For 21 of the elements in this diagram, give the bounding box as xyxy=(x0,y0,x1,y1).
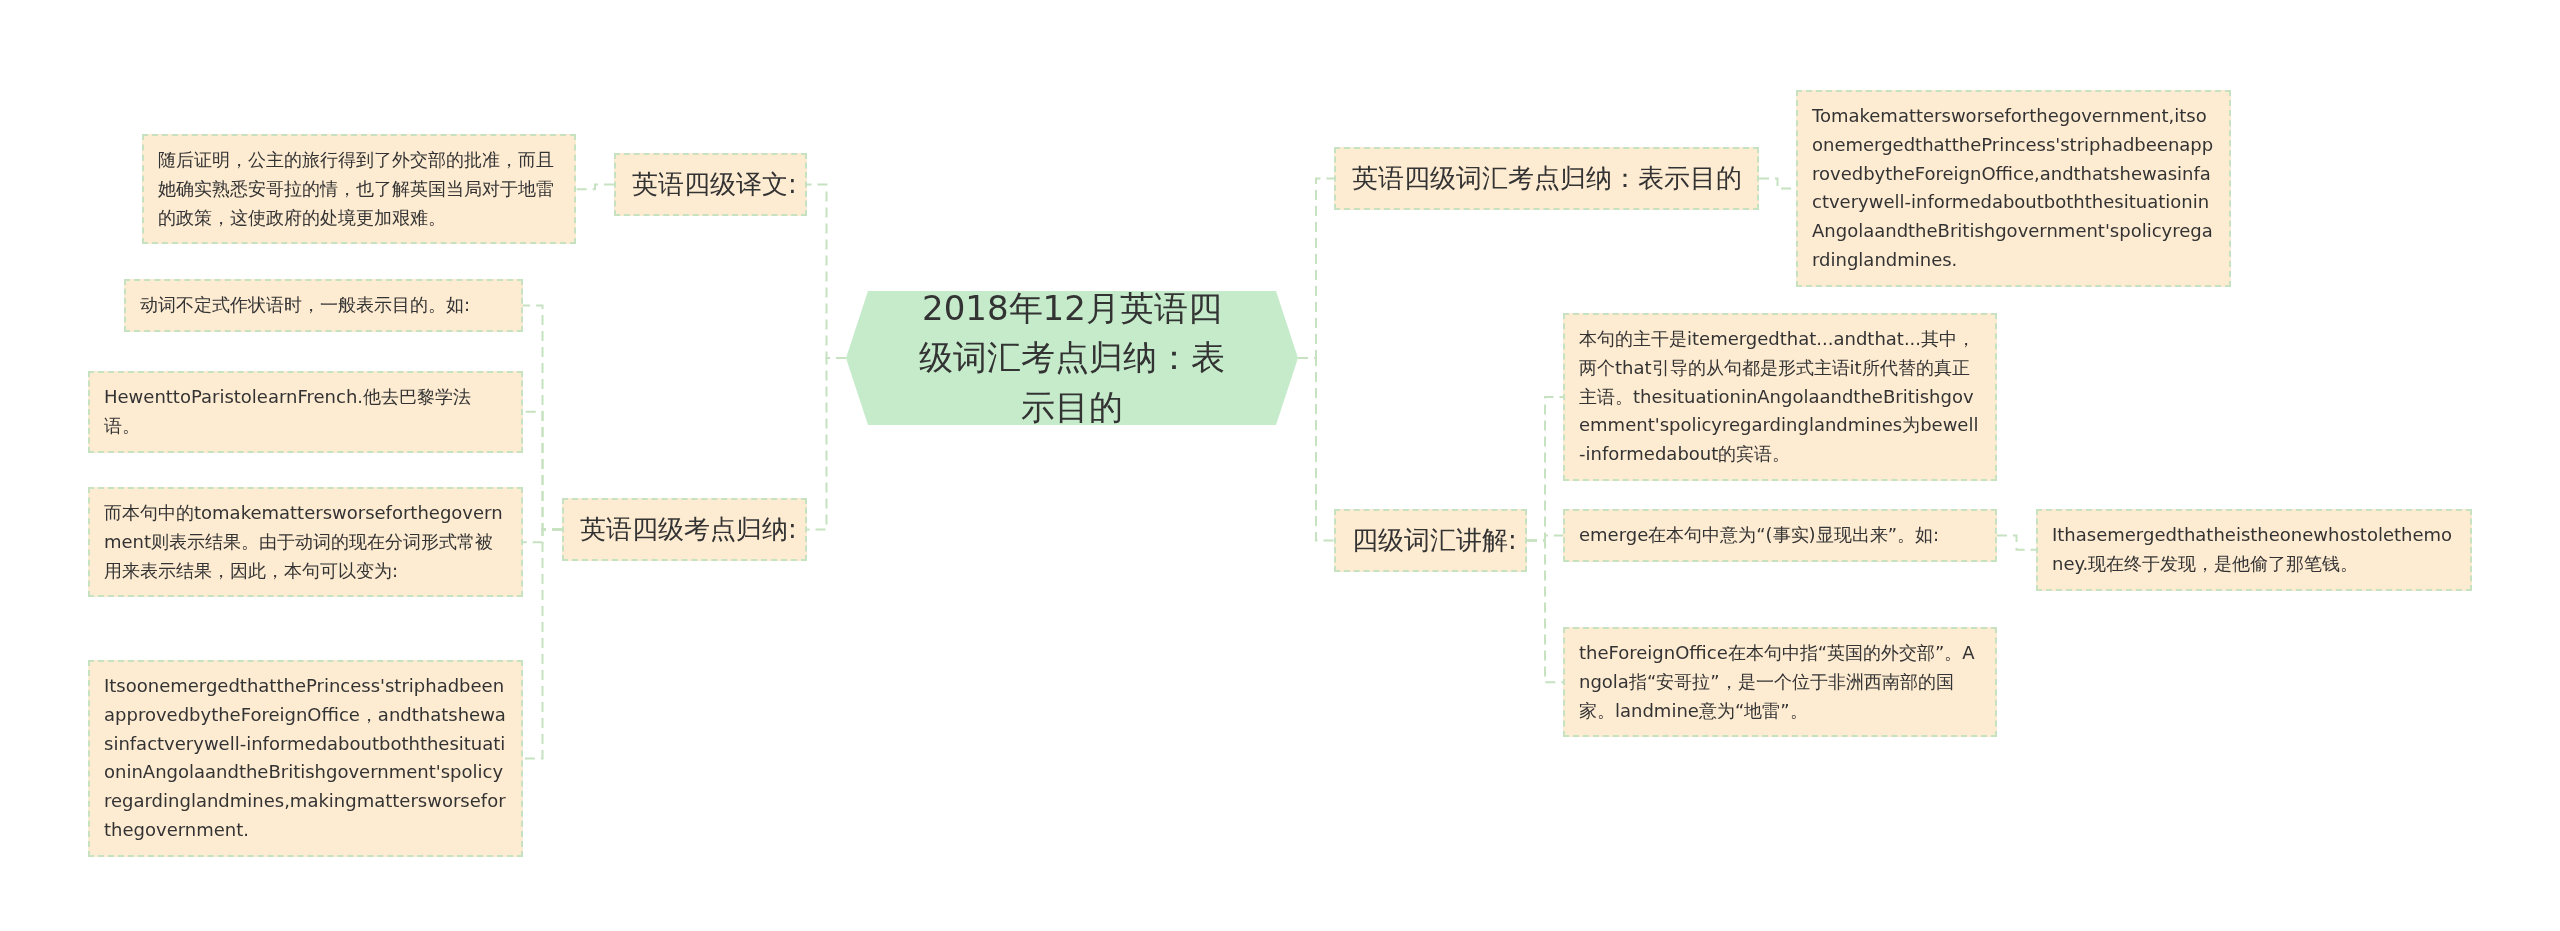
note-box: emerge在本句中意为“(事实)显现出来”。如: xyxy=(1563,509,1997,562)
note-box: ItsoonemergedthatthePrincess'striphadbeenapprovedbytheForeignOffice，andthatshewasinfactverywell-informedaboutboththesituationinAngolaandtheBritishgovernment'spolicyregardinglandmines,makingmattersworseforthegovernment. xyxy=(88,660,523,857)
topic-box: 四级词汇讲解: xyxy=(1334,509,1527,572)
connector-line xyxy=(1526,539,1564,684)
note-box: 而本句中的tomakemattersworseforthegovernment则表示结果。由于动词的现在分词形式常被用来表示结果，因此，本句可以变为: xyxy=(88,487,523,598)
note-box: HewenttoParistolearnFrench.他去巴黎学法语。 xyxy=(88,371,523,453)
note-box: 随后证明，公主的旅行得到了外交部的批准，而且她确实熟悉安哥拉的情，也了解英国当局对于地雷的政策，这使政府的处境更加艰难。 xyxy=(142,134,576,245)
note-box: 本句的主干是itemergedthat...andthat...其中，两个that引导的从句都是形式主语it所代替的真正主语。thesituationinAngolaandtheBritishgovemment'spolicyregardinglandmines为bewell-informedabout的宾语。 xyxy=(1563,313,1997,481)
connector-line xyxy=(806,357,847,531)
note-box: 动词不定式作状语时，一般表示目的。如: xyxy=(124,279,523,332)
central-topic-hexagon: 2018年12月英语四级词汇考点归纳：表示目的 xyxy=(846,291,1298,425)
connector-line xyxy=(522,528,563,760)
topic-box: 英语四级译文: xyxy=(614,153,807,216)
topic-box: 英语四级考点归纳: xyxy=(562,498,807,561)
connector-line xyxy=(1996,534,2037,551)
note-box: Tomakemattersworseforthegovernment,itsoonemergedthatthePrincess'striphadbeenapprovedbytheForeignOffice,andthatshewasinfactverywell-informedaboutboththesituationinAngolaandtheBritishgovernment'spolicyregardinglandmines. xyxy=(1796,90,2231,287)
topic-box: 英语四级词汇考点归纳：表示目的 xyxy=(1334,147,1759,210)
note-box: theForeignOffice在本句中指“英国的外交部”。Angola指“安哥拉”，是一个位于非洲西南部的国家。landmine意为“地雷”。 xyxy=(1563,627,1997,738)
connector-line xyxy=(1297,357,1335,542)
connector-line xyxy=(575,183,615,191)
note-box: Ithasemergedthatheistheonewhostolethemoney.现在终于发现，是他偷了那笔钱。 xyxy=(2036,509,2472,591)
